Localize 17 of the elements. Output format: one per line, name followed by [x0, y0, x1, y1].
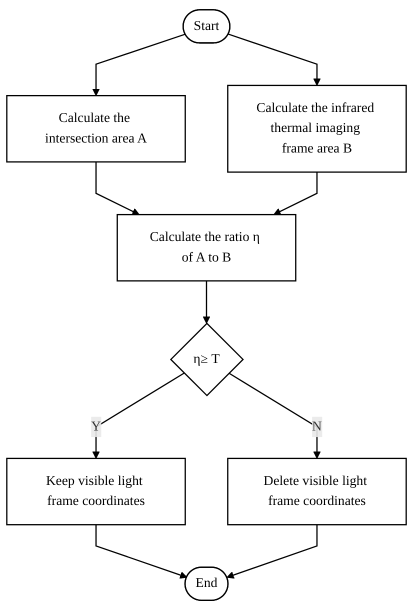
node-box: Calculate the ratio η of A to B	[116, 214, 296, 282]
node-diamond: η≥ T	[170, 322, 244, 397]
edge-label: Y	[91, 420, 101, 434]
node-box: Calculate the intersection area A	[6, 95, 186, 163]
node-box: Calculate the infrared thermal imaging frame area B	[227, 85, 407, 174]
arrow	[92, 373, 184, 460]
node-box: Keep visible light frame coordinates	[6, 458, 186, 526]
arrow	[226, 525, 318, 580]
arrow	[273, 172, 318, 216]
arrow	[228, 34, 321, 86]
arrow	[92, 34, 186, 96]
edge-label: N	[312, 420, 322, 434]
arrow	[202, 281, 210, 324]
arrow	[228, 373, 321, 460]
arrow	[95, 162, 140, 216]
arrow	[95, 525, 188, 580]
node-box: Delete visible light frame coordinates	[227, 458, 407, 526]
